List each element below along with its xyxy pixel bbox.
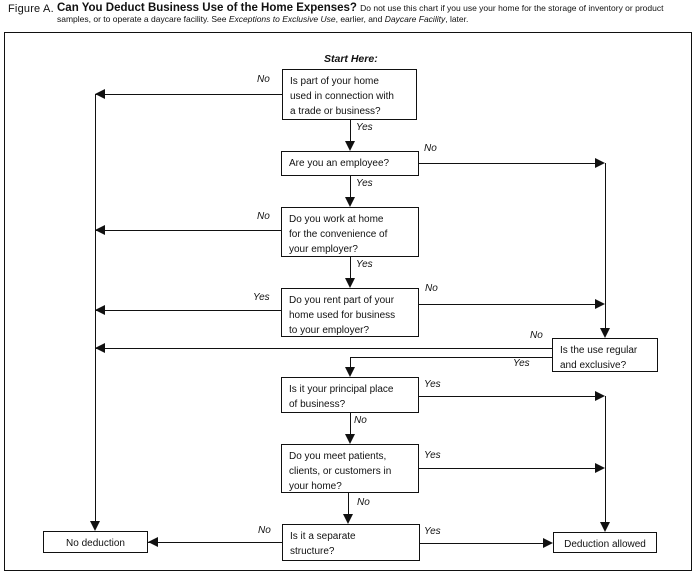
edge-q2-no-line — [419, 163, 595, 164]
edge-q3-no-line — [95, 230, 281, 231]
edge-q8-no-label: No — [258, 525, 271, 536]
edge-q4-no-label: No — [425, 283, 438, 294]
figure-note-1: Do not use this chart if you use your ho… — [57, 3, 664, 24]
arrow-right-icon — [595, 463, 605, 473]
arrow-right-icon — [543, 538, 553, 548]
edge-q2-yes-label: Yes — [356, 178, 373, 189]
arrow-down-icon — [343, 514, 353, 524]
node-deduction-allowed: Deduction allowed — [553, 532, 657, 553]
edge-q5-yes-line-h — [350, 357, 552, 358]
figure-note-3: , later. — [445, 14, 469, 24]
edge-q8-yes-line — [420, 543, 543, 544]
edge-q1-yes-line — [350, 120, 351, 141]
edge-q6-yes-line — [419, 396, 595, 397]
node-q1-trade-or-business: Is part of your home used in connection … — [282, 69, 417, 120]
edge-q5-yes-label: Yes — [513, 358, 530, 369]
arrow-left-icon — [148, 537, 158, 547]
edge-q4-no-line — [419, 304, 595, 305]
arrow-left-icon — [95, 225, 105, 235]
edge-q1-no-line — [95, 94, 282, 95]
edge-q6-no-label: No — [354, 415, 367, 426]
arrow-right-icon — [595, 299, 605, 309]
edge-q7-no-line — [348, 493, 349, 514]
arrow-down-icon — [600, 328, 610, 338]
figure-note-italic-2: Daycare Facility — [384, 14, 446, 24]
edge-q8-no-line — [148, 542, 282, 543]
node-no-deduction: No deduction — [43, 531, 148, 553]
edge-q1-yes-label: Yes — [356, 122, 373, 133]
right-lower-collector-line — [605, 396, 606, 522]
edge-q2-yes-line — [350, 176, 351, 197]
start-here-label: Start Here: — [324, 53, 378, 65]
figure-caption: Can You Deduct Business Use of the Home … — [57, 2, 665, 25]
edge-q3-no-label: No — [257, 211, 270, 222]
arrow-down-icon — [90, 521, 100, 531]
node-q2-employee: Are you an employee? — [281, 151, 419, 176]
edge-q4-yes-line — [95, 310, 281, 311]
edge-q7-no-label: No — [357, 497, 370, 508]
arrow-down-icon — [345, 434, 355, 444]
edge-q5-no-label: No — [530, 330, 543, 341]
arrow-down-icon — [345, 367, 355, 377]
edge-q2-no-label: No — [424, 143, 437, 154]
edge-q7-yes-label: Yes — [424, 450, 441, 461]
figure-label: Figure A. — [8, 3, 54, 15]
edge-q5-no-line — [95, 348, 552, 349]
node-q5-regular-and-exclusive: Is the use regular and exclusive? — [552, 338, 658, 372]
arrow-left-icon — [95, 89, 105, 99]
node-q7-meet-patients: Do you meet patients, clients, or custom… — [281, 444, 419, 493]
arrow-down-icon — [345, 278, 355, 288]
edge-q6-no-line — [350, 413, 351, 434]
edge-q7-yes-line — [419, 468, 595, 469]
arrow-left-icon — [95, 343, 105, 353]
edge-q6-yes-label: Yes — [424, 379, 441, 390]
node-q6-principal-place: Is it your principal place of business? — [281, 377, 419, 413]
arrow-down-icon — [600, 522, 610, 532]
figure-note-italic-1: Exceptions to Exclusive Use — [228, 14, 336, 24]
figure-title: Can You Deduct Business Use of the Home … — [57, 2, 361, 14]
arrow-left-icon — [95, 305, 105, 315]
node-q8-separate-structure: Is it a separate structure? — [282, 524, 420, 561]
right-upper-collector-line — [605, 163, 606, 328]
arrow-down-icon — [345, 141, 355, 151]
edge-q3-yes-label: Yes — [356, 259, 373, 270]
edge-q8-yes-label: Yes — [424, 526, 441, 537]
edge-q4-yes-label: Yes — [253, 292, 270, 303]
arrow-right-icon — [595, 158, 605, 168]
chart-border — [4, 32, 692, 571]
edge-q1-no-label: No — [257, 74, 270, 85]
node-q4-rent-to-employer: Do you rent part of your home used for b… — [281, 288, 419, 337]
edge-q5-yes-line-v — [350, 357, 351, 367]
figure-header: Figure A. Can You Deduct Business Use of… — [8, 2, 684, 25]
node-q3-convenience-of-employer: Do you work at home for the convenience … — [281, 207, 419, 257]
arrow-right-icon — [595, 391, 605, 401]
figure-note-2: , earlier, and — [335, 14, 385, 24]
edge-q3-yes-line — [350, 257, 351, 278]
arrow-down-icon — [345, 197, 355, 207]
